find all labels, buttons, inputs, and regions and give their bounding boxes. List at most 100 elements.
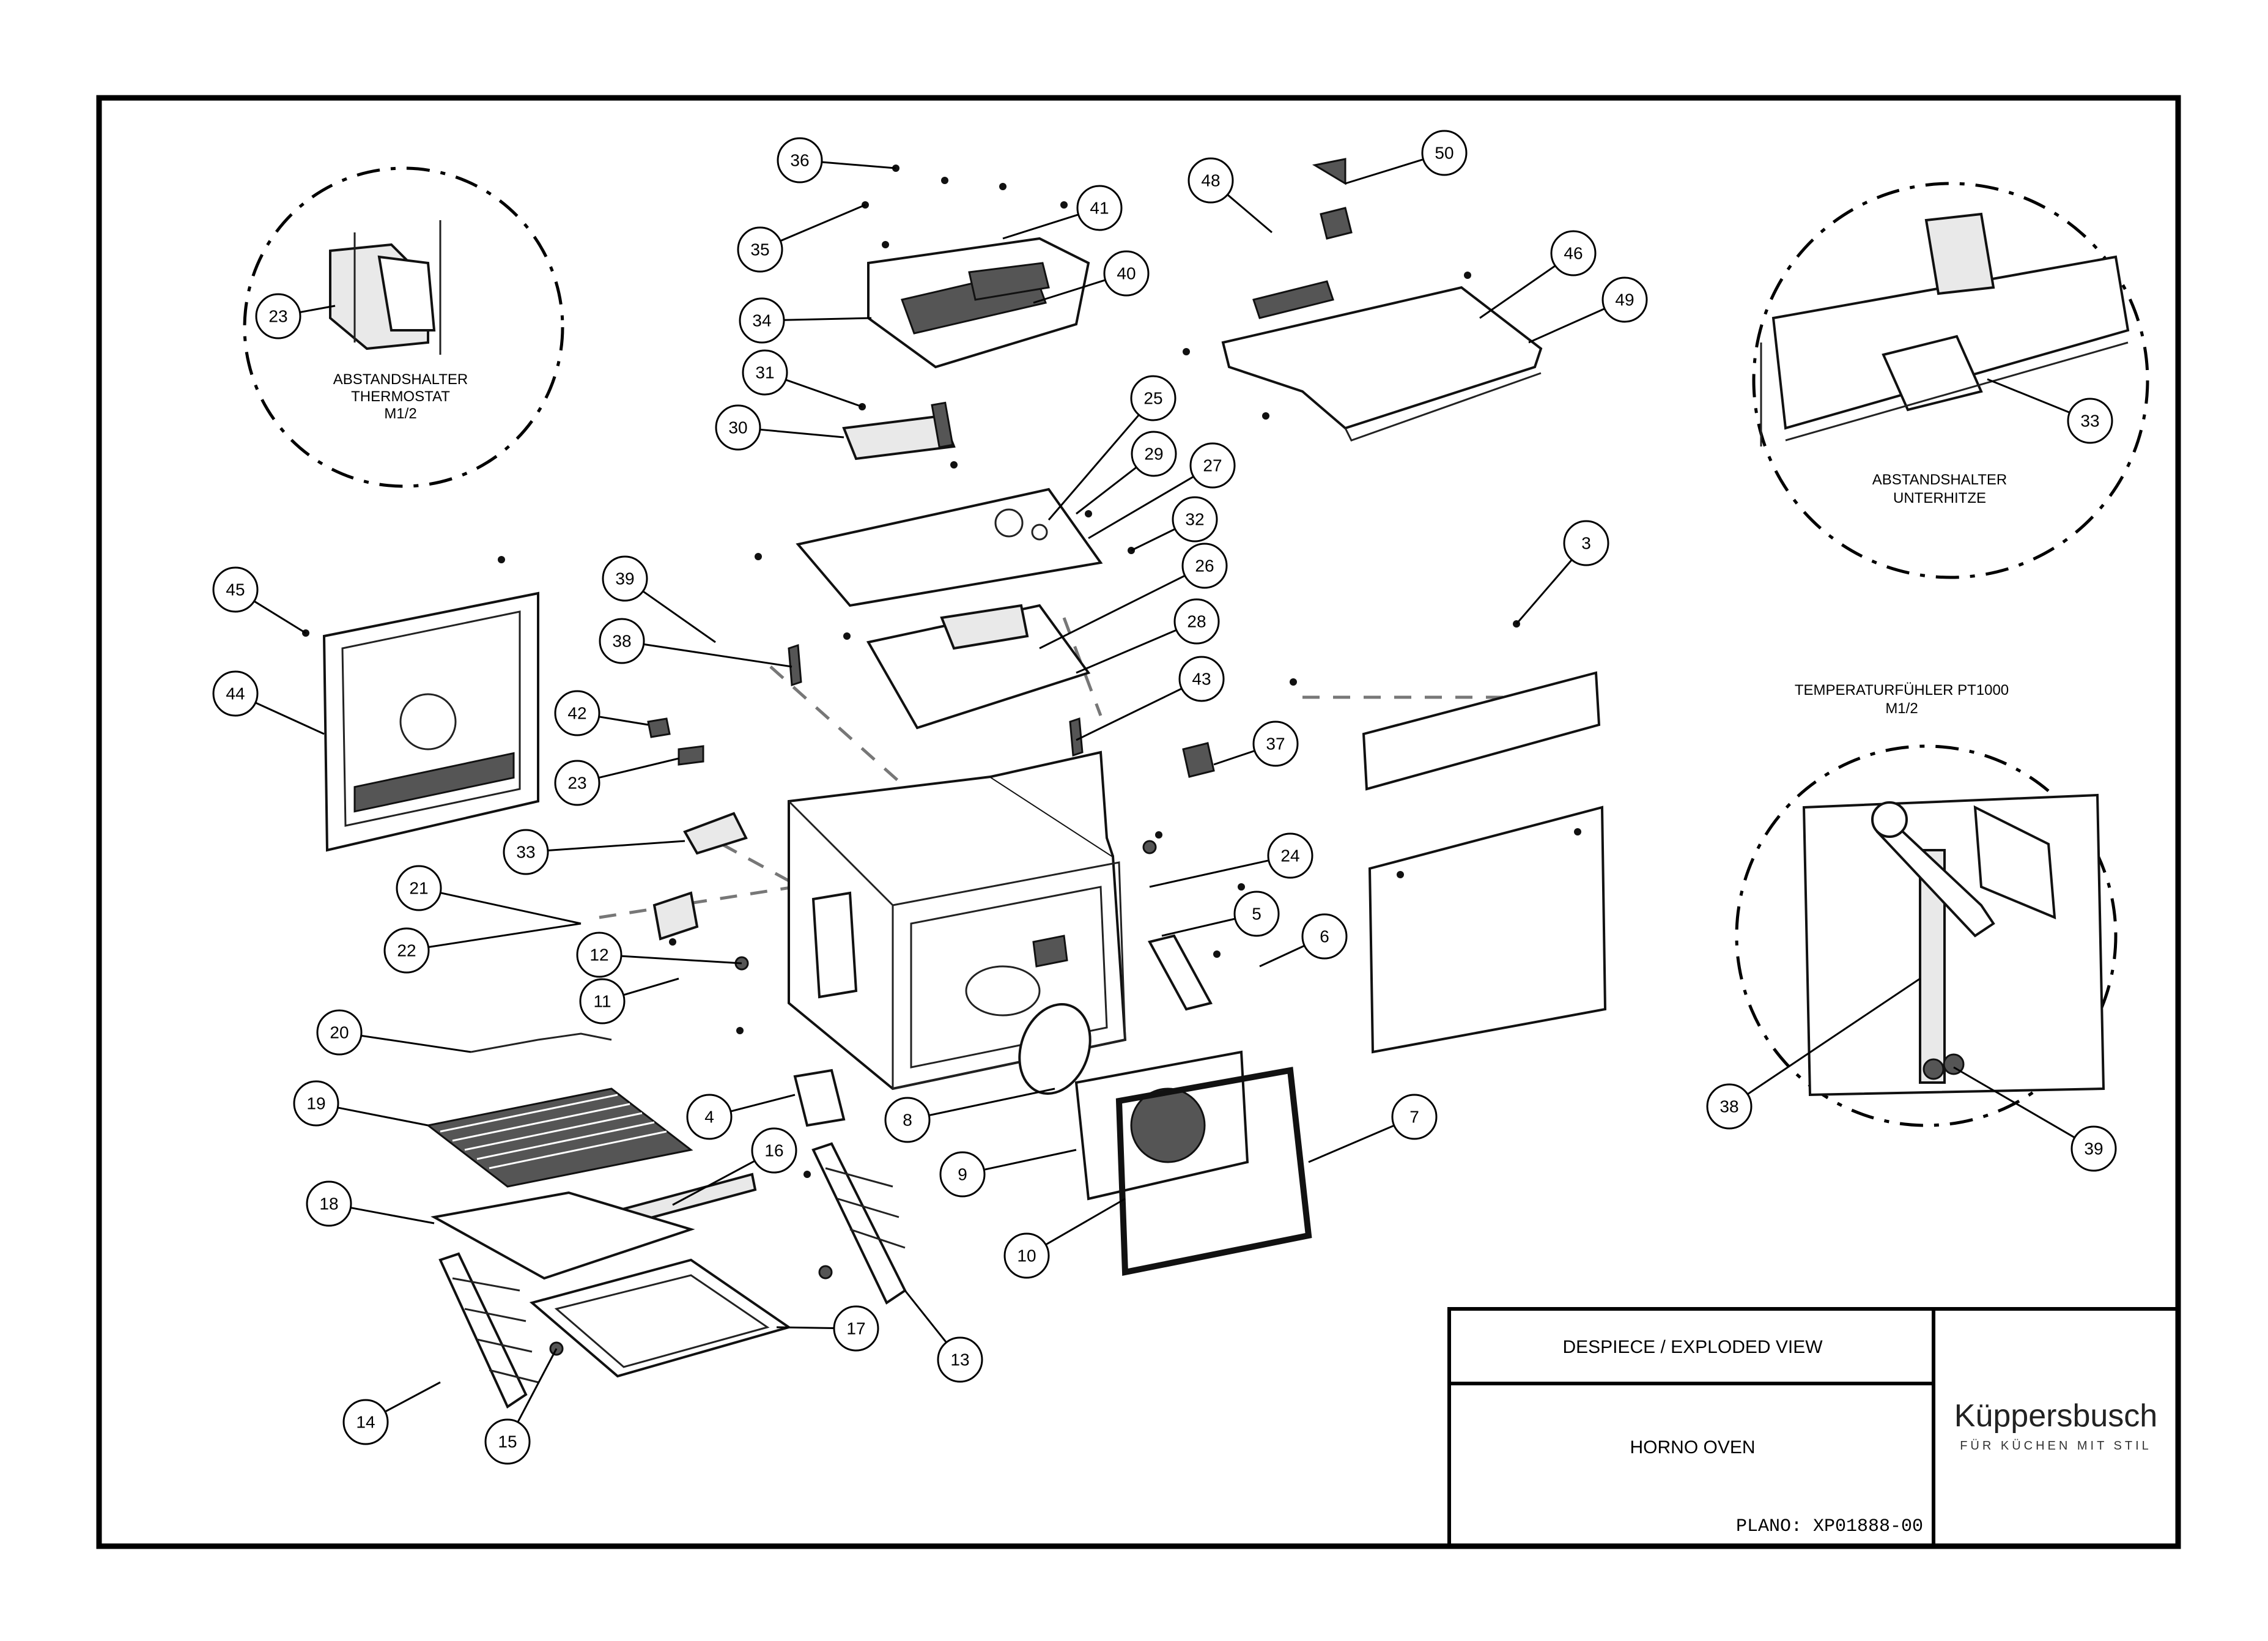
cooling-fan-element — [1252, 280, 1334, 319]
callout-leader — [1308, 1124, 1395, 1163]
fan-motor-detail — [1924, 212, 1995, 295]
callout-bubble — [1706, 1083, 1753, 1130]
callout-label: 17 — [846, 1319, 865, 1338]
detail-thermostat-line-2: THERMOSTAT — [351, 388, 450, 405]
rack-foot-13 — [818, 1265, 833, 1280]
detail-unterhitze: ABSTANDSHALTER UNTERHITZE — [1752, 182, 2149, 579]
callout-bubble — [342, 1399, 389, 1445]
callout-label: 26 — [1195, 557, 1214, 576]
callout-label: 40 — [1117, 264, 1136, 283]
callout-c27: 27 — [1088, 442, 1236, 539]
callout-bubble — [715, 404, 761, 451]
callout-label: 8 — [903, 1111, 912, 1130]
callout-label: 39 — [2084, 1139, 2103, 1158]
callout-label: 15 — [498, 1432, 517, 1451]
door-gasket — [1115, 1067, 1312, 1276]
callout-leader — [780, 204, 866, 242]
convection-fan-grille — [1130, 1087, 1206, 1163]
callout-c44: 44 — [212, 670, 325, 735]
callout-c23b: 23 — [554, 757, 679, 806]
control-panel-bar — [1362, 671, 1601, 791]
callout-leader — [1047, 414, 1140, 520]
callout-c45: 45 — [212, 566, 306, 634]
callout-label: 44 — [226, 684, 245, 703]
callout-leader — [1131, 528, 1176, 552]
callout-leader — [983, 1149, 1077, 1171]
callout-c11: 11 — [579, 977, 679, 1024]
left-side-rack-group — [438, 1252, 539, 1409]
front-panels-group — [1290, 620, 1607, 1054]
callout-leader — [253, 600, 306, 634]
callout-c50: 50 — [1345, 130, 1468, 185]
callout-c24: 24 — [1149, 832, 1313, 888]
probe-grommet — [1871, 801, 1908, 838]
detail-unterhitze-line-1: ABSTANDSHALTER — [1872, 472, 2008, 488]
rear-mount-bracket — [990, 750, 1114, 857]
callout-bubble — [599, 618, 645, 664]
callout-leader — [255, 702, 325, 735]
callout-bubble — [554, 760, 600, 806]
callout-bubble — [554, 690, 600, 736]
callout-c20: 20 — [316, 1009, 471, 1056]
door-hinge-left — [793, 1069, 846, 1127]
callout-label: 46 — [1564, 244, 1583, 263]
title-block-product: HORNO OVEN — [1630, 1437, 1755, 1458]
callout-leader — [621, 955, 742, 965]
callout-c36: 36 — [777, 137, 896, 183]
callout-c17: 17 — [776, 1305, 879, 1352]
callout-bubble — [1252, 720, 1299, 767]
callout-c13: 13 — [904, 1290, 983, 1383]
callout-c35: 35 — [737, 204, 866, 273]
callout-leader — [1045, 1198, 1126, 1246]
wire-rack-group — [426, 1087, 693, 1188]
callout-leader — [821, 161, 896, 169]
callout-label: 12 — [589, 946, 608, 965]
callout-leader — [1528, 308, 1605, 344]
callout-label: 23 — [567, 774, 586, 793]
callout-leader — [642, 590, 716, 643]
callout-label: 39 — [615, 569, 634, 588]
callout-label: 36 — [790, 151, 809, 170]
callout-bubble — [293, 1080, 339, 1127]
callout-leader — [1345, 158, 1424, 185]
callout-bubble — [1188, 157, 1234, 204]
callout-label: 23 — [268, 307, 287, 326]
callout-bubble — [937, 1336, 983, 1383]
callout-label: 43 — [1192, 670, 1211, 689]
callout-c23a: 23 — [255, 293, 336, 339]
callout-leader — [428, 922, 582, 948]
callout-label: 13 — [950, 1350, 969, 1369]
callout-bubble — [306, 1180, 352, 1227]
callout-label: 3 — [1581, 534, 1591, 553]
outer-top-cover — [1221, 286, 1543, 430]
callout-label: 24 — [1280, 846, 1299, 865]
convection-fan-cover-group — [1074, 1050, 1312, 1276]
callout-c33a: 33 — [1987, 378, 2113, 444]
deep-baking-tray — [529, 1258, 792, 1378]
detail-pt1000-line-2: M1/2 — [1885, 700, 1918, 717]
callout-bubble — [884, 1097, 931, 1143]
callout-bubble — [1189, 442, 1236, 489]
callout-c31: 31 — [742, 349, 863, 408]
title-block-plan-number: PLANO: XP01888-00 — [1736, 1516, 1923, 1537]
callout-bubble — [2067, 398, 2113, 444]
mounting-bracket-33 — [683, 812, 748, 855]
callout-label: 32 — [1185, 510, 1204, 529]
callout-bubble — [1563, 520, 1609, 566]
callout-c15: 15 — [484, 1348, 558, 1465]
callout-c38a: 38 — [599, 618, 792, 668]
callout-leader — [1259, 944, 1305, 968]
callout-bubble — [383, 927, 430, 974]
callout-leader — [599, 716, 649, 726]
callout-c8: 8 — [884, 1087, 1055, 1143]
callout-bubble — [212, 670, 259, 717]
callout-c49: 49 — [1528, 276, 1648, 344]
callout-leader — [759, 428, 844, 439]
callout-label: 20 — [330, 1023, 349, 1042]
callout-bubble — [1178, 656, 1225, 702]
callout-bubble — [255, 293, 301, 339]
cavity-sensor — [1032, 935, 1068, 968]
callout-label: 19 — [306, 1094, 325, 1113]
callout-label: 11 — [593, 992, 611, 1011]
oven-wall-detail — [1802, 793, 2105, 1097]
